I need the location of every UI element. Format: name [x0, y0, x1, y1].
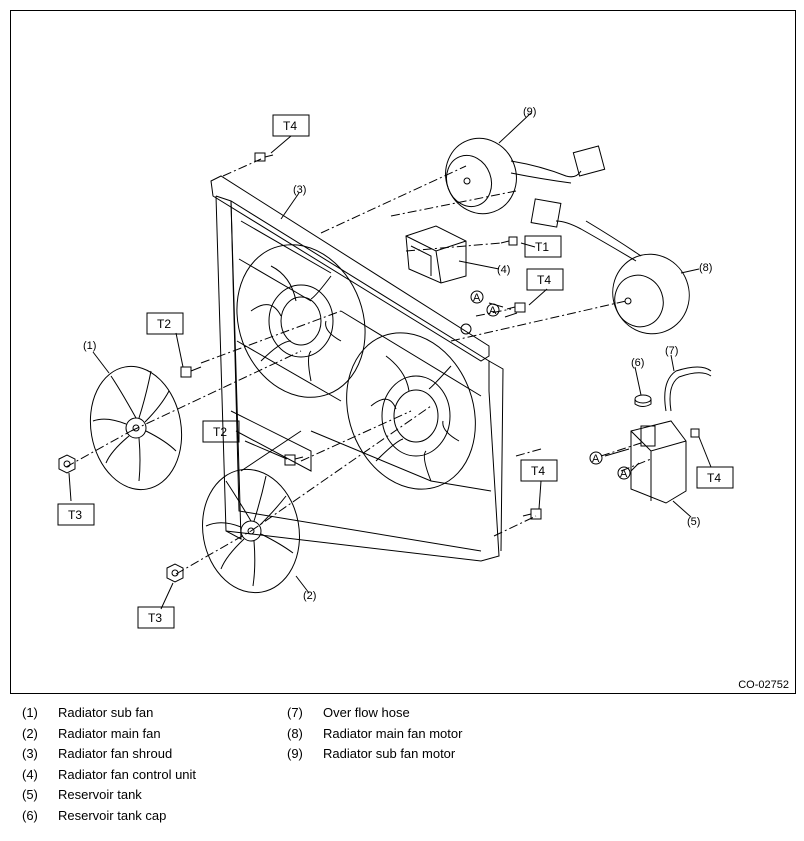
- torque-tag-box: [137, 606, 175, 629]
- legend-number: (6): [22, 807, 38, 823]
- torque-tag-t2: T2: [213, 425, 227, 439]
- callout-label: (8): [699, 262, 712, 274]
- bolt: [284, 454, 304, 466]
- legend-number: (3): [22, 746, 38, 762]
- bolt: [506, 302, 526, 313]
- legend-column-right: (7) Over flow hose (8) Radiator main fan m…: [287, 705, 462, 767]
- legend-item: (8) Radiator main fan motor: [287, 726, 462, 747]
- legend-text: Radiator main fan: [58, 725, 161, 741]
- torque-tag-t4: T4: [531, 464, 545, 478]
- torque-tag-t3: T3: [148, 611, 162, 625]
- legend-item: (3) Radiator fan shroud: [22, 746, 196, 767]
- nut: [166, 563, 184, 583]
- callout-label: (1): [83, 340, 96, 352]
- ref-mark-circle: [486, 303, 500, 317]
- legend-text: Reservoir tank: [58, 787, 142, 803]
- ref-mark-label: A: [489, 305, 497, 317]
- shroud-fan-lower: [370, 355, 460, 482]
- legend-item: (4) Radiator fan control unit: [22, 767, 196, 788]
- torque-tag-box: [272, 114, 310, 137]
- reservoir-tank: [630, 420, 687, 504]
- torque-tag-box: [524, 235, 562, 258]
- ref-mark-label: A: [620, 468, 628, 480]
- exploded-diagram: (1) (2) (3) (4) (5) (6) (7) (8) (9) T4 T…: [10, 10, 796, 694]
- radiator-main-fan: [202, 468, 300, 594]
- diagram-canvas: (1) (2) (3) (4) (5) (6) (7) (8) (9) T4 T…: [57, 106, 734, 629]
- over-flow-hose: [664, 366, 712, 412]
- torque-tag-box: [202, 420, 240, 443]
- leader-lines: [68, 112, 712, 610]
- legend-item: (9) Radiator sub fan motor: [287, 746, 462, 767]
- legend-item: (7) Over flow hose: [287, 705, 462, 726]
- legend-text: Reservoir tank cap: [58, 807, 167, 823]
- radiator-sub-fan: [89, 365, 183, 491]
- torque-tag-t2: T2: [157, 317, 171, 331]
- torque-tag-box: [526, 268, 564, 291]
- torque-tag-box: [146, 312, 184, 335]
- ref-mark-label: A: [473, 292, 481, 304]
- ref-mark-circle: [617, 466, 631, 480]
- legend-text: Radiator sub fan motor: [323, 746, 456, 762]
- bolt: [522, 508, 542, 520]
- callout-label: (2): [303, 590, 316, 602]
- torque-tag-t3: T3: [68, 508, 82, 522]
- radiator-main-fan-motor: [530, 198, 690, 335]
- callout-label: (9): [523, 106, 536, 118]
- radiator-fan-shroud: [210, 175, 504, 562]
- legend-number: (2): [22, 725, 38, 741]
- callout-label: (6): [631, 357, 644, 369]
- ref-mark-circle: [589, 451, 603, 465]
- legend-number: (5): [22, 787, 38, 803]
- ref-mark-circle: [470, 290, 484, 304]
- figure-id: CO-02752: [738, 679, 789, 691]
- bolt: [690, 428, 700, 438]
- ref-mark-label: A: [592, 453, 600, 465]
- radiator-sub-fan-motor: [445, 137, 606, 215]
- callout-label: (7): [665, 345, 678, 357]
- legend-text: Over flow hose: [323, 705, 410, 720]
- torque-tag-t4: T4: [537, 273, 551, 287]
- torque-tag-t4: T4: [707, 471, 721, 485]
- legend-item: (1) Radiator sub fan: [22, 705, 196, 726]
- bolt: [180, 366, 202, 378]
- legend-number: (7): [287, 705, 303, 720]
- legend-item: (5) Reservoir tank: [22, 787, 196, 808]
- torque-tag-box: [520, 459, 558, 482]
- radiator-fan-control-unit: [405, 225, 467, 284]
- callout-label: (5): [687, 516, 700, 528]
- legend-column-left: (1) Radiator sub fan (2) Radiator main fan…: [22, 705, 196, 829]
- legend-text: Radiator sub fan: [58, 705, 154, 720]
- bolt: [500, 236, 518, 246]
- torque-tag-t4: T4: [283, 119, 297, 133]
- legend-number: (4): [22, 766, 38, 782]
- legend-item: (2) Radiator main fan: [22, 726, 196, 747]
- callout-label: (3): [293, 184, 306, 196]
- legend-text: Radiator main fan motor: [323, 725, 463, 741]
- torque-tag-box: [696, 466, 734, 489]
- assembly-lines: [65, 158, 652, 575]
- legend-text: Radiator fan shroud: [58, 746, 173, 762]
- legend-item: (6) Reservoir tank cap: [22, 808, 196, 829]
- torque-tag-box: [57, 503, 95, 526]
- bolt: [254, 152, 274, 162]
- legend-text: Radiator fan control unit: [58, 766, 197, 782]
- legend-number: (1): [22, 705, 38, 720]
- nut: [58, 454, 76, 474]
- shroud-fan-upper: [250, 265, 342, 382]
- legend-number: (8): [287, 725, 303, 741]
- reservoir-tank-cap: [634, 394, 652, 407]
- torque-tag-t1: T1: [535, 240, 549, 254]
- legend-number: (9): [287, 746, 303, 762]
- callout-label: (4): [497, 264, 510, 276]
